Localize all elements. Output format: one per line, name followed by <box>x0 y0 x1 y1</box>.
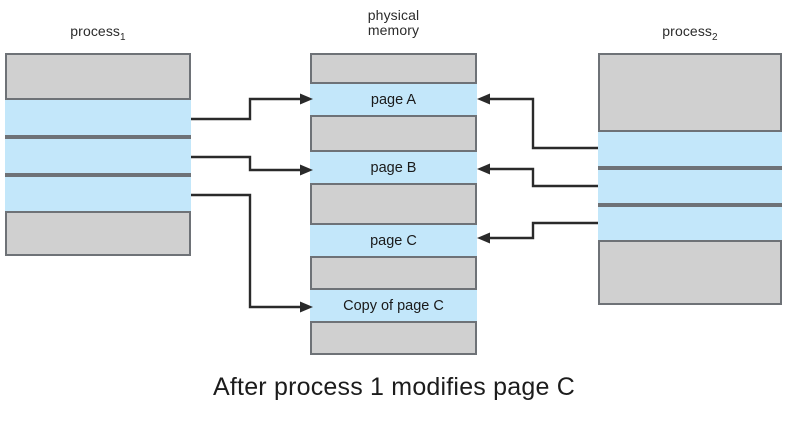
process1-page-2 <box>5 137 191 175</box>
wire-process1-to-copy-page-C <box>191 193 313 313</box>
physmem-page-A-text: page A <box>370 91 417 108</box>
physmem-page-B-text: page B <box>370 159 417 176</box>
diagram-caption: After process 1 modifies page C <box>213 373 575 401</box>
physmem-page-C-text: page C <box>370 232 417 249</box>
process1-page-3 <box>5 175 191 213</box>
physmem-copy-page-C: Copy of page C <box>310 288 477 323</box>
physmem-page-A: page A <box>310 82 477 117</box>
process2-label-text: process <box>662 23 713 39</box>
process2-label: process2 <box>598 23 782 43</box>
process1-label-text: process <box>70 23 121 39</box>
physical-memory-box: page A page B page C Copy of page C <box>310 53 477 355</box>
process1-page-1 <box>5 98 191 137</box>
process1-memory-box <box>5 53 191 256</box>
process2-page-3 <box>598 205 782 242</box>
process1-label: process1 <box>5 23 191 43</box>
wire-process2-to-page-C <box>477 221 598 244</box>
wire-process1-to-page-A <box>191 93 313 121</box>
process2-label-subscript: 2 <box>712 31 718 43</box>
process1-label-subscript: 1 <box>120 31 126 43</box>
process2-page-1 <box>598 130 782 168</box>
wire-process2-to-page-A <box>477 93 598 150</box>
process2-memory-box <box>598 53 782 305</box>
physmem-page-B: page B <box>310 150 477 185</box>
physical-memory-label: physical memory <box>367 7 420 38</box>
physmem-copy-page-C-text: Copy of page C <box>343 297 444 314</box>
wire-process1-to-page-B <box>191 155 313 176</box>
process2-page-2 <box>598 168 782 205</box>
physmem-page-C: page C <box>310 223 477 258</box>
wire-process2-to-page-B <box>477 163 598 188</box>
